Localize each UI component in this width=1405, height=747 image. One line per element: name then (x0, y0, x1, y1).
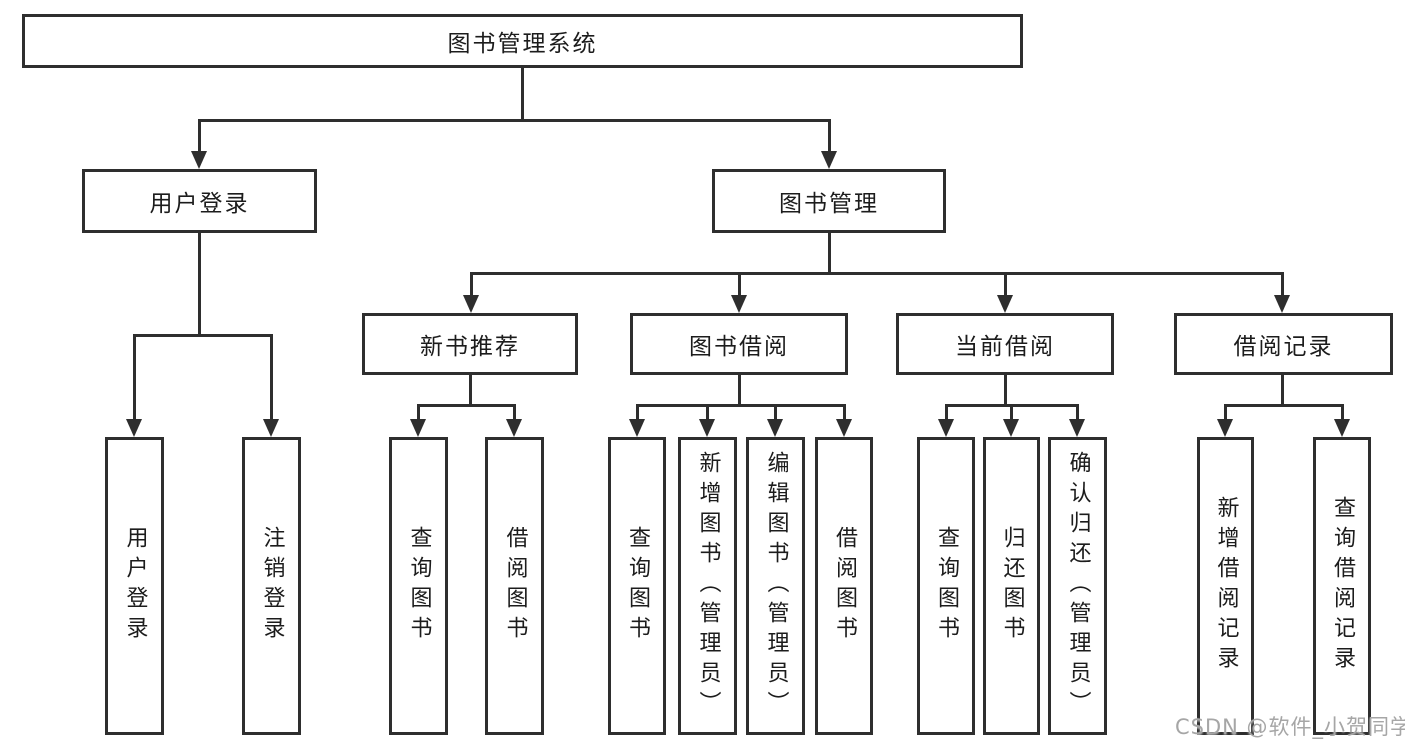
node-label: 图书管理 (779, 191, 879, 217)
arrow-down-icon (1069, 404, 1085, 437)
node-label: 确认归还（管理员） (1065, 451, 1091, 721)
csdn-watermark: CSDN @软件_小贺同学 (1175, 715, 1405, 739)
node-label: 借阅记录 (1233, 334, 1334, 360)
arrow-down-icon (629, 404, 645, 437)
node-book-management-system: 图书管理系统 (22, 14, 1023, 68)
node-user-login-leaf: 用户登录 (105, 437, 164, 735)
connector-line (521, 68, 524, 121)
node-label: 注销登录 (259, 526, 285, 646)
node-records-query-borrow-record: 查询借阅记录 (1313, 437, 1371, 735)
node-label: 新增图书（管理员） (695, 451, 721, 721)
node-borrowing-add-books-admin: 新增图书（管理员） (678, 437, 737, 735)
arrow-down-icon (997, 272, 1013, 313)
connector-line (417, 404, 516, 407)
arrow-down-icon (1274, 272, 1290, 313)
node-user-login: 用户登录 (82, 169, 317, 233)
connector-line (1281, 375, 1284, 406)
node-current-return-books: 归还图书 (983, 437, 1040, 735)
node-borrow-records: 借阅记录 (1174, 313, 1393, 375)
node-records-add-borrow-record: 新增借阅记录 (1197, 437, 1254, 735)
connector-line (1004, 375, 1007, 406)
connector-line (198, 119, 831, 122)
arrow-down-icon (767, 404, 783, 437)
node-label: 归还图书 (999, 526, 1025, 646)
node-logout: 注销登录 (242, 437, 301, 735)
node-book-borrowing: 图书借阅 (630, 313, 848, 375)
node-label: 当前借阅 (955, 334, 1055, 360)
connector-line (636, 404, 844, 407)
node-label: 用户登录 (122, 526, 148, 646)
node-label: 查询借阅记录 (1330, 496, 1355, 676)
arrow-down-icon (263, 334, 279, 437)
node-current-confirm-return-admin: 确认归还（管理员） (1048, 437, 1107, 735)
connector-line (198, 233, 201, 337)
node-label: 图书管理系统 (447, 31, 598, 57)
node-label: 查询图书 (934, 526, 959, 646)
node-borrowing-edit-books-admin: 编辑图书（管理员） (746, 437, 805, 735)
arrow-down-icon (463, 272, 479, 313)
connector-line (470, 272, 1284, 275)
node-label: 编辑图书（管理员） (763, 451, 789, 721)
arrow-down-icon (506, 404, 522, 437)
node-recommend-query-books: 查询图书 (389, 437, 448, 735)
node-borrowing-borrow-books: 借阅图书 (815, 437, 873, 735)
arrow-down-icon (126, 334, 142, 437)
node-recommend-borrow-books: 借阅图书 (485, 437, 544, 735)
arrow-down-icon (836, 404, 852, 437)
node-label: 借阅图书 (502, 526, 528, 646)
node-label: 新增借阅记录 (1213, 496, 1239, 676)
connector-line (828, 233, 831, 274)
node-new-book-recommend: 新书推荐 (362, 313, 578, 375)
connector-line (1224, 404, 1342, 407)
arrow-down-icon (410, 404, 426, 437)
arrow-down-icon (938, 404, 954, 437)
node-label: 新书推荐 (420, 334, 520, 360)
node-label: 查询图书 (406, 526, 432, 646)
node-label: 借阅图书 (832, 526, 857, 646)
connector-line (469, 375, 472, 406)
arrow-down-icon (1334, 404, 1350, 437)
node-current-query-books: 查询图书 (917, 437, 975, 735)
node-book-management: 图书管理 (712, 169, 946, 233)
node-label: 查询图书 (625, 526, 650, 646)
arrow-down-icon (1217, 404, 1233, 437)
connector-line (133, 334, 273, 337)
node-borrowing-query-books: 查询图书 (608, 437, 666, 735)
arrow-down-icon (191, 119, 207, 169)
arrow-down-icon (1003, 404, 1019, 437)
node-label: 用户登录 (149, 191, 250, 217)
node-label: 图书借阅 (689, 334, 789, 360)
arrow-down-icon (821, 119, 837, 169)
arrow-down-icon (699, 404, 715, 437)
arrow-down-icon (731, 272, 747, 313)
node-current-borrowing: 当前借阅 (896, 313, 1114, 375)
connector-line (738, 375, 741, 406)
